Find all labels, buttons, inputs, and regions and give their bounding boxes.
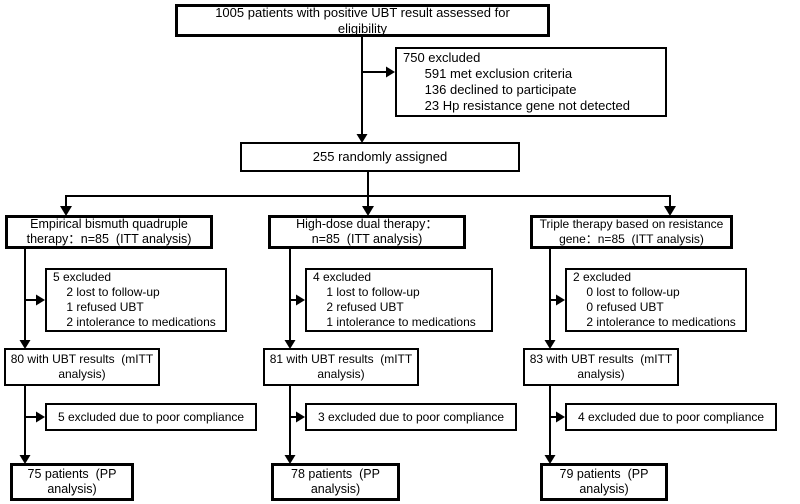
arm1-header-box: Empirical bismuth quadruple therapy：n=85…	[5, 215, 213, 249]
arm3-mitt-box: 83 with UBT results (mITT analysis)	[523, 348, 679, 386]
arm2-mitt-box: 81 with UBT results (mITT analysis)	[263, 348, 419, 386]
connector-arm2-to-compliance	[290, 411, 305, 423]
arm1-mitt-box: 80 with UBT results (mITT analysis)	[4, 348, 160, 386]
connector-arm1-spine-top	[19, 249, 31, 349]
connector-assessed-to-randomized	[356, 37, 368, 143]
arm1-excluded-box: 5 excluded 2 lost to follow-up 1 refused…	[45, 268, 227, 332]
connector-arm1-to-excluded	[25, 294, 45, 306]
arm2-excluded-box: 4 excluded 1 lost to follow-up 2 refused…	[305, 268, 493, 332]
connector-arm2-spine-top	[284, 249, 296, 349]
arm1-compliance-box: 5 excluded due to poor compliance	[45, 403, 257, 431]
connector-arm1-to-compliance	[25, 411, 45, 423]
randomized-box: 255 randomly assigned	[240, 142, 520, 172]
connector-arm3-spine-top	[544, 249, 556, 349]
arm1-pp-box: 75 patients (PP analysis)	[10, 463, 134, 501]
arm3-pp-box: 79 patients (PP analysis)	[540, 463, 668, 501]
excluded-overall-box: 750 excluded 591 met exclusion criteria …	[395, 47, 667, 117]
arm2-header-box: High-dose dual therapy： n=85 (ITT analys…	[268, 215, 466, 249]
arm2-pp-box: 78 patients (PP analysis)	[271, 463, 400, 501]
connector-arm3-spine-bottom	[544, 386, 556, 464]
connector-arm2-spine-bottom	[284, 386, 296, 464]
arm3-excluded-box: 2 excluded 0 lost to follow-up 0 refused…	[565, 268, 747, 332]
connector-randomized-branch	[60, 172, 676, 216]
arm3-compliance-box: 4 excluded due to poor compliance	[565, 403, 777, 431]
arm3-header-box: Triple therapy based on resistance gene：…	[530, 215, 733, 249]
connector-arm2-to-excluded	[290, 294, 305, 306]
arm2-compliance-box: 3 excluded due to poor compliance	[305, 403, 517, 431]
assessed-eligibility-box: 1005 patients with positive UBT result a…	[175, 4, 550, 37]
connector-assessed-to-excluded	[361, 37, 395, 78]
connector-arm1-spine-bottom	[19, 386, 31, 464]
connector-arm3-to-excluded	[550, 294, 565, 306]
connector-arm3-to-compliance	[550, 411, 565, 423]
